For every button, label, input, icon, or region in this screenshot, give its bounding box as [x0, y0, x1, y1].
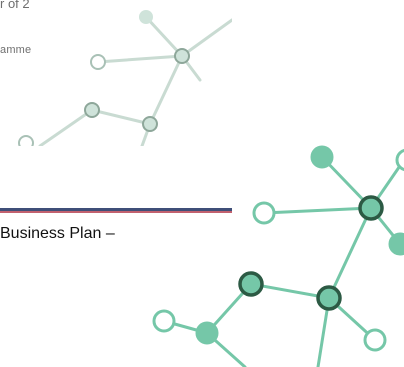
- programme-label: amme: [0, 44, 32, 56]
- document-heading: Business Plan –: [0, 225, 115, 242]
- molecule-network-faded-icon: [18, 10, 232, 146]
- header-divider-accent: [0, 211, 232, 213]
- page-indicator: r of 2: [0, 0, 30, 11]
- header-divider: [0, 208, 232, 211]
- thumbnail-panel: r of 2 amme: [0, 0, 232, 146]
